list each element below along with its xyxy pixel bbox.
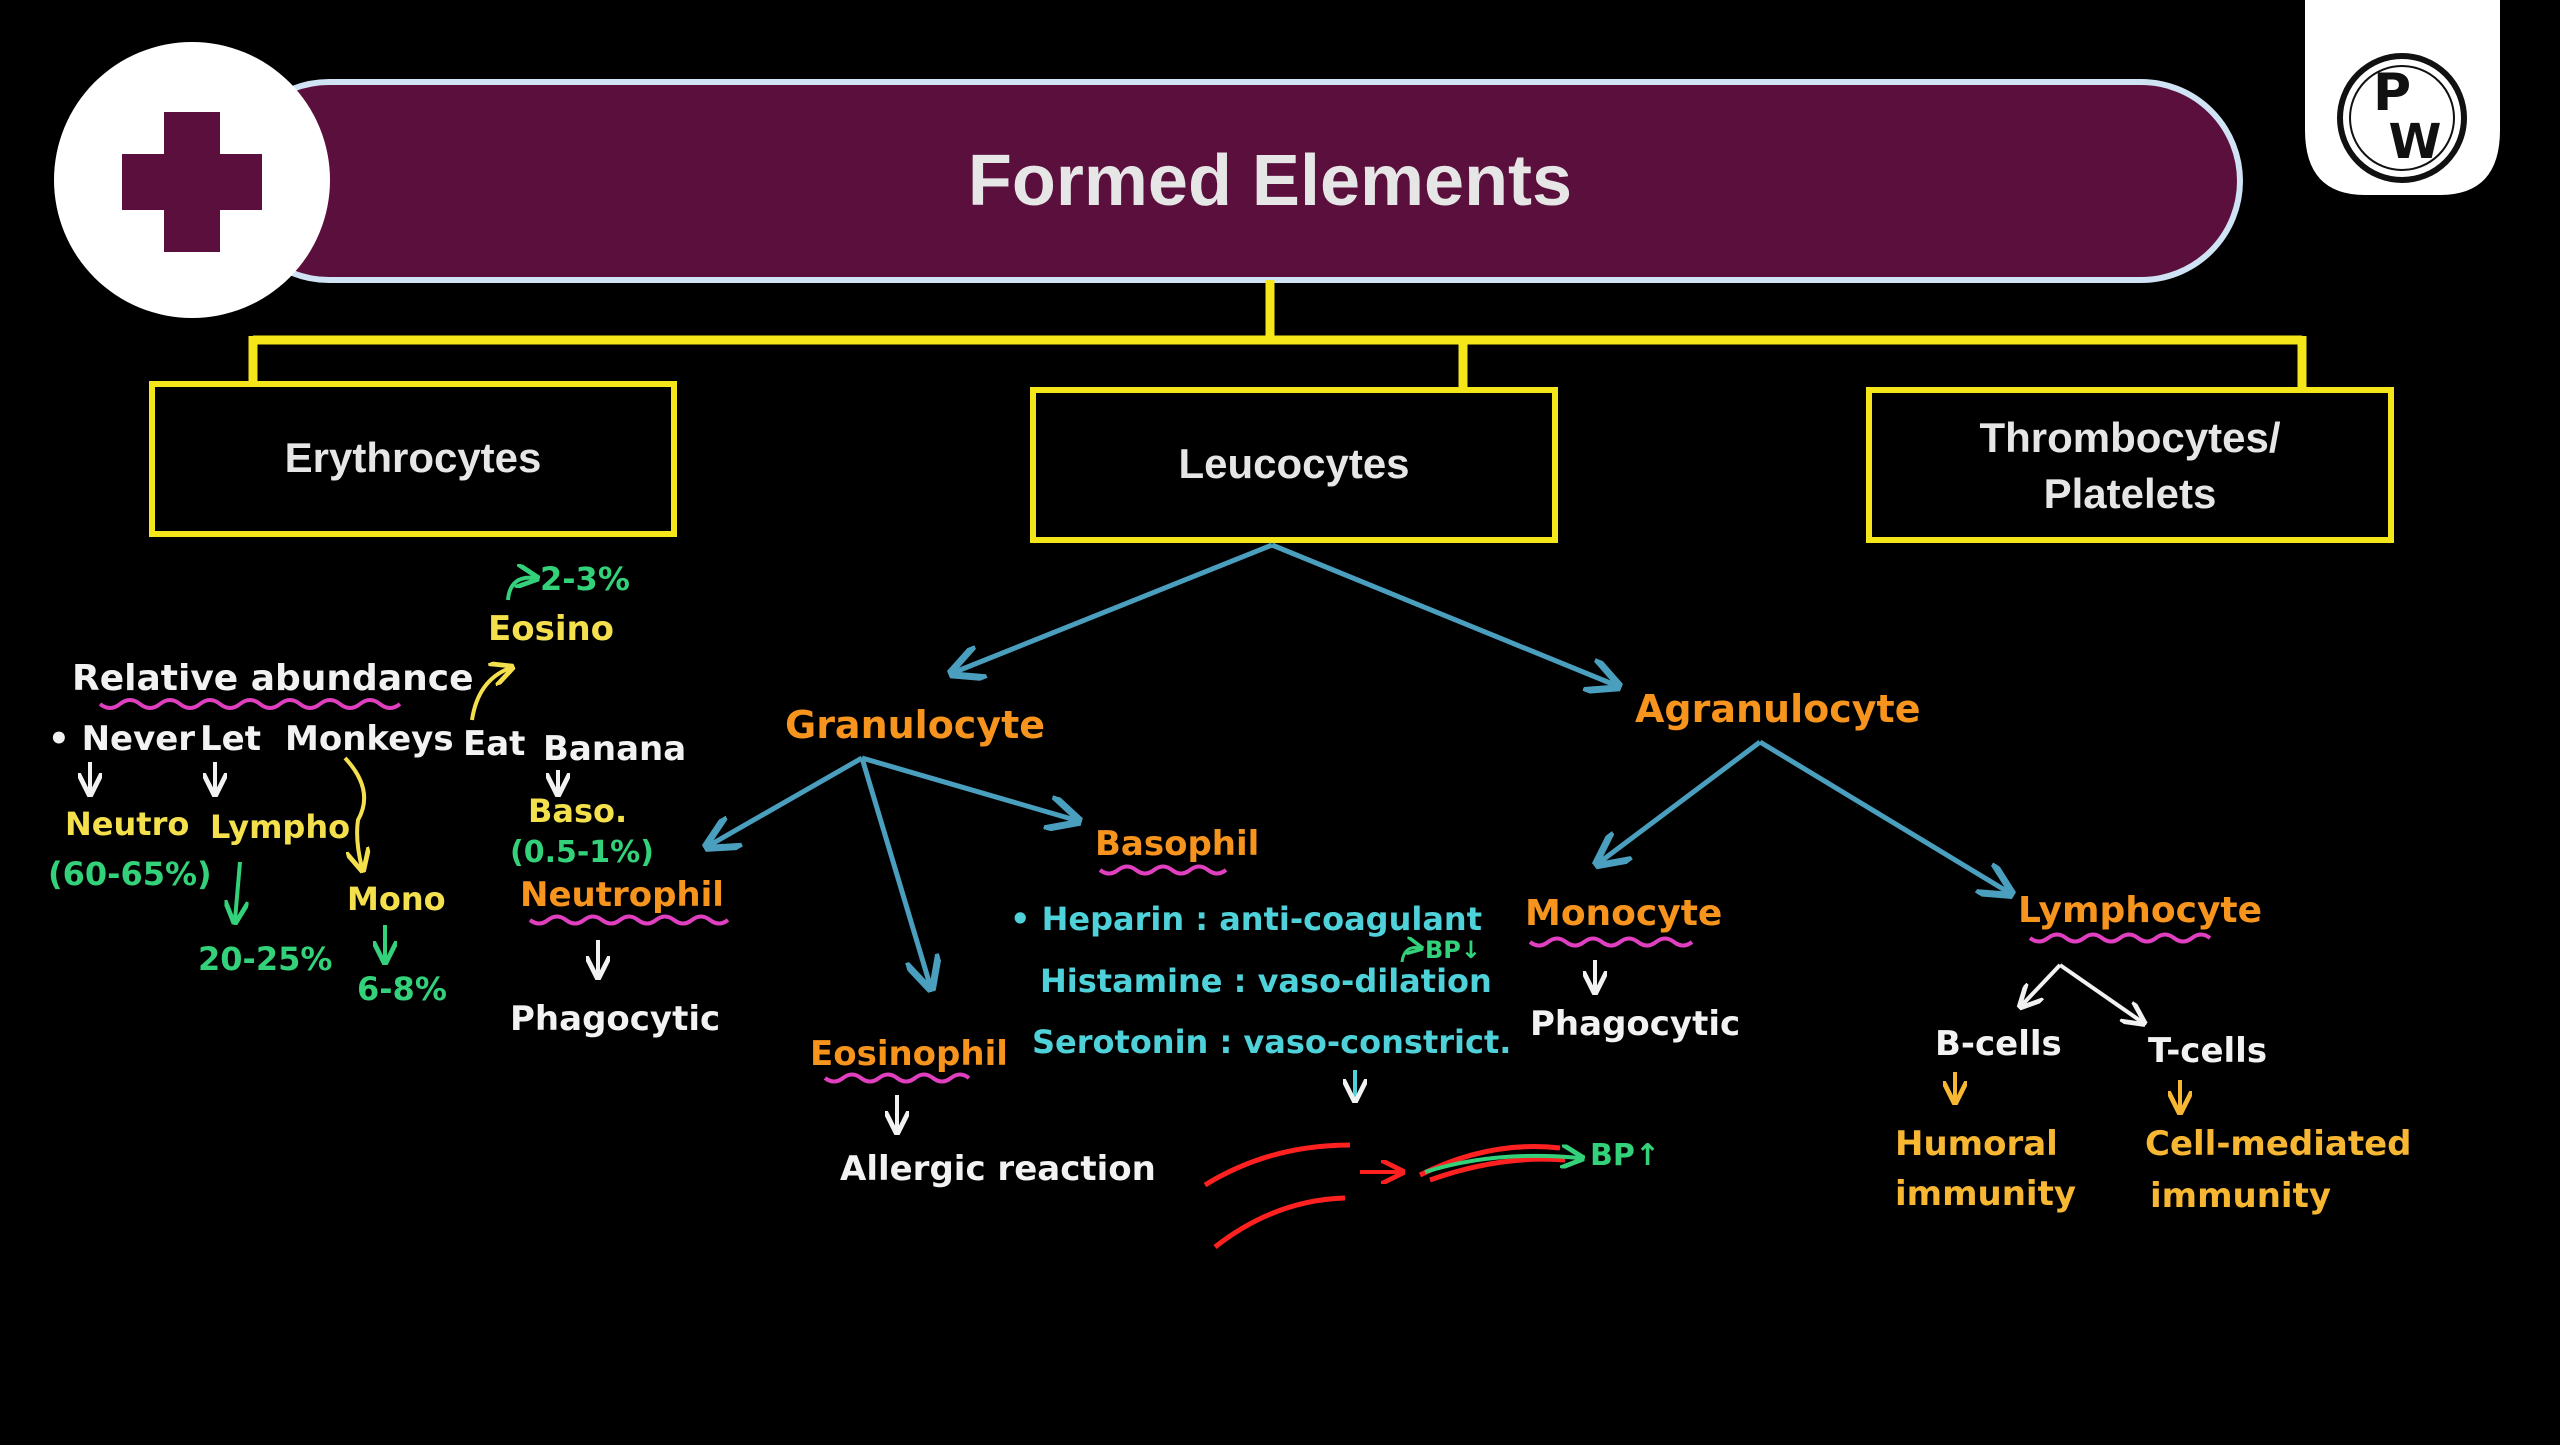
- leucocytes-label: Leucocytes: [1178, 440, 1409, 487]
- eosino-pct-curve-arrow: [506, 578, 535, 601]
- lymphocyte-underline: [2028, 932, 2212, 944]
- pw-logo-icon: P W: [2337, 53, 2467, 183]
- lymphocyte-label: Lymphocyte: [2018, 890, 2262, 931]
- erythrocytes-box: [149, 381, 677, 537]
- mnemonic-arrows: [90, 762, 558, 792]
- neutro-label: Neutro: [65, 805, 189, 843]
- leucocyte-branch-arrows: [710, 542, 2008, 985]
- monocyte-underline: [1528, 936, 1694, 948]
- thrombocytes-box: [1866, 387, 2394, 543]
- mono-label: Mono: [347, 880, 446, 918]
- granulocyte-label: Granulocyte: [785, 703, 1045, 747]
- neutrophil-underline: [528, 914, 730, 926]
- lympho-label: Lympho: [210, 808, 350, 846]
- eosino-percent: 2-3%: [540, 560, 630, 598]
- histamine-text: Histamine : vaso-dilation: [1040, 962, 1492, 1000]
- vessel-constriction-sketch: [1203, 1142, 1580, 1249]
- bp-down-text: BP↓: [1425, 936, 1481, 964]
- svg-text:W: W: [2389, 114, 2442, 170]
- svg-text:P: P: [2373, 63, 2411, 123]
- bp-up-text: BP↑: [1590, 1138, 1660, 1173]
- lympho-percent: 20-25%: [198, 940, 332, 978]
- plus-cross-icon: [122, 112, 262, 252]
- neutro-percent: (60-65%): [48, 855, 212, 893]
- eosinophil-function: Allergic reaction: [840, 1149, 1156, 1189]
- b-cells-function-line2: immunity: [1895, 1174, 2076, 1214]
- bp-down-curve-arrow: [1400, 948, 1420, 963]
- page-title: Formed Elements: [968, 141, 1572, 221]
- thrombocytes-label-line2: Platelets: [2044, 470, 2217, 517]
- lymphocyte-split-arrows: [2022, 963, 2142, 1022]
- mnemonic-let: Let: [200, 719, 261, 759]
- mono-curve-arrow: [343, 756, 364, 868]
- lympho-down-arrow: [235, 861, 240, 920]
- relative-abundance-underline: [98, 698, 402, 710]
- eosinophil-underline: [823, 1072, 971, 1084]
- relative-abundance-label: Relative abundance: [72, 658, 474, 699]
- t-cells-function-line2: immunity: [2150, 1176, 2331, 1216]
- agranulocyte-label: Agranulocyte: [1635, 687, 1920, 731]
- thrombocytes-label-line1: Thrombocytes/: [1979, 414, 2280, 461]
- b-cells-label: B-cells: [1935, 1024, 2062, 1064]
- mono-percent: 6-8%: [357, 970, 447, 1008]
- mnemonic-banana: Banana: [543, 729, 686, 769]
- monocyte-label: Monocyte: [1525, 893, 1722, 934]
- leucocytes-box: [1030, 387, 1558, 543]
- baso-percent: (0.5-1%): [510, 835, 654, 870]
- erythrocytes-label: Erythrocytes: [285, 434, 542, 481]
- tree-connectors: [248, 280, 2307, 390]
- basophil-underline: [1098, 864, 1228, 876]
- basophil-label: Basophil: [1095, 824, 1259, 864]
- b-cells-function-line1: Humoral: [1895, 1124, 2058, 1164]
- monocyte-function: Phagocytic: [1530, 1004, 1740, 1044]
- eosino-curve-arrow: [470, 668, 510, 721]
- baso-label: Baso.: [528, 792, 627, 830]
- t-cells-function-line1: Cell-mediated: [2145, 1124, 2412, 1164]
- eosinophil-label: Eosinophil: [810, 1034, 1008, 1074]
- t-cells-label: T-cells: [2148, 1031, 2267, 1071]
- mnemonic-eat: Eat: [463, 724, 525, 764]
- eosino-label: Eosino: [488, 609, 614, 649]
- neutrophil-label: Neutrophil: [520, 875, 724, 915]
- logo-tab: [2305, 0, 2500, 195]
- neutrophil-function: Phagocytic: [510, 999, 720, 1039]
- serotonin-text: Serotonin : vaso-constrict.: [1032, 1023, 1511, 1061]
- mnemonic-never: • Never: [48, 719, 195, 759]
- heparin-text: • Heparin : anti-coagulant: [1010, 900, 1482, 938]
- mnemonic-monkeys: Monkeys: [285, 719, 454, 759]
